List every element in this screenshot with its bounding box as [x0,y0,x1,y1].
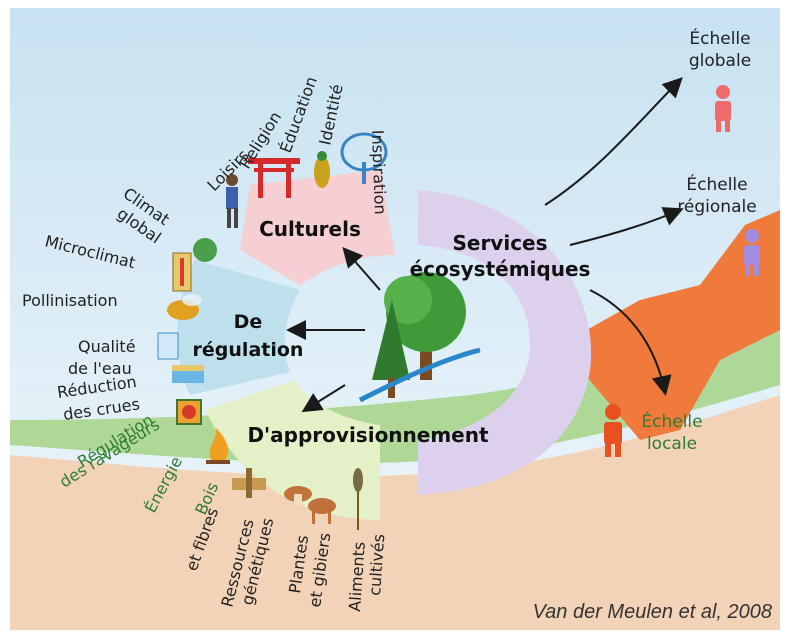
bird-icon [314,151,330,188]
label-locale-line2: locale [647,434,697,454]
water-glass-icon [157,332,179,360]
arrow-to-approvisionnement [301,384,346,413]
services-ring [418,190,592,495]
person-icon-regionale [744,229,760,276]
arrow-to-locale [589,289,672,396]
label-qualite-line2: de l'eau [68,359,132,378]
deer-icon [308,498,336,524]
hiker-icon [226,174,238,228]
person-icon-locale [604,404,622,457]
label-globale-line1: Échelle [689,27,750,49]
tree-inspiration-icon [340,132,388,184]
approvisionnement-sector [205,380,380,520]
torii-gate-icon [248,158,300,198]
label-regulation-line2: régulation [193,339,304,361]
label-aliments-line1: Aliments [345,541,369,612]
wood-icon [232,468,266,498]
bee-icon [167,294,202,320]
mushroom-icon [284,486,312,506]
label-approvisionnement: D'approvisionnement [247,423,489,447]
label-regionale-line2: régionale [677,197,756,217]
label-pollinisation: Pollinisation [22,291,118,310]
regulation-sector [177,260,300,395]
flood-icon [172,365,204,383]
label-aliments-line2: cultivés [365,533,388,596]
mountain-shape [560,210,780,440]
central-trees-icon [358,272,481,403]
label-regulation-line1: De [234,311,263,333]
arrow-to-globale [544,77,683,206]
label-globale-line2: globale [689,51,751,71]
label-inspiration: Inspiration [368,129,390,214]
label-qualite-line1: Qualité [78,337,136,356]
pest-icon [176,399,202,425]
arrow-to-regionale [569,207,684,246]
fire-icon [206,428,230,464]
label-services-line2: écosystémiques [410,257,591,281]
ground-area [10,395,780,630]
label-culturels: Culturels [259,217,361,241]
label-locale-line1: Échelle [641,410,702,432]
label-services-line1: Services [452,231,547,255]
source-credit: Van der Meulen et al, 2008 [533,601,772,623]
green-landscape-band [10,300,780,464]
person-icon-globale [715,85,731,132]
thermometer-icon [172,238,217,292]
label-regionale-line1: Échelle [686,173,747,195]
arrow-to-culturels [342,246,381,291]
wheat-icon [353,468,363,530]
